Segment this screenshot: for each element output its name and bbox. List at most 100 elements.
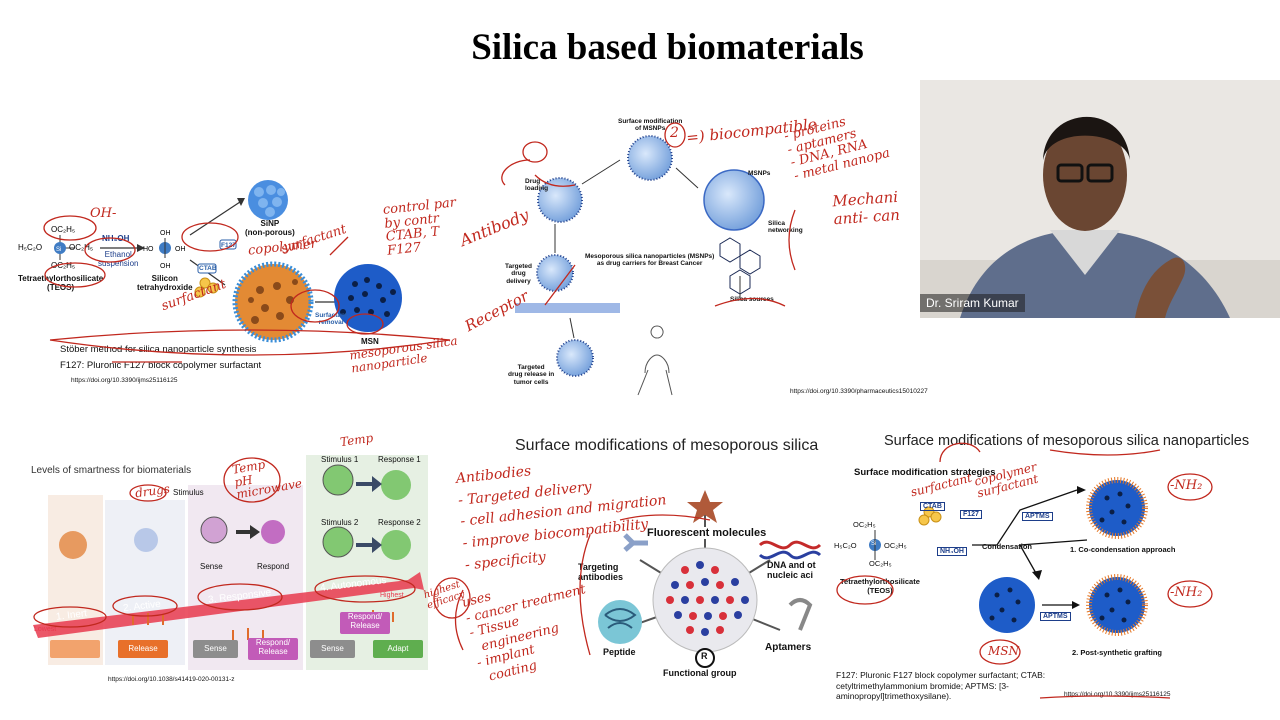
release-sphere [556,339,594,377]
targeting-label: Targeting antibodies [578,562,624,582]
smartness-title: Levels of smartness for biomaterials [31,465,192,476]
respond-release-box-2: Respond/ Release [340,612,390,634]
doi-fig1: https://doi.org/10.3390/ijms25116125 [71,377,178,384]
teos-label: Tetraethylorthosilicate (TEOS) [18,274,104,292]
aptms-tag: APTMS [1022,512,1053,521]
msnps-label: MSNPs [748,170,771,177]
lowest-label: Lowest [34,626,57,633]
oh-top: OH [160,230,171,237]
annot-oh: OH- [90,206,117,221]
adapt-box: Adapt [373,640,423,658]
auto-resp-1 [381,470,411,500]
si-label: Si [56,247,61,253]
presenter-name-tag: Dr. Sriram Kumar [920,294,1025,312]
annot-mech: Mechani anti- can [831,187,901,229]
sinp-cluster [248,180,288,220]
release-box: Release [118,640,168,658]
surfactant-removal-label: Surfactant removal [315,312,348,327]
fluorescent-label: Fluorescent molecules [645,527,769,539]
co-condensation-label: 1. Co-condensation approach [1070,545,1176,554]
aptamer-icon [788,598,813,631]
targeted-delivery-label: Targeted drug delivery [505,263,532,285]
slide-title: Silica based biomaterials [471,27,864,68]
silica-sources-label: Silica sources [730,296,774,303]
micelle-sphere [232,261,314,343]
sense-label: Sense [200,562,223,571]
ho-left: HO [143,246,154,253]
annot-two: 2 [670,125,679,141]
oh-bottom: OH [160,263,171,270]
presenter-video[interactable]: Dr. Sriram Kumar [920,80,1280,318]
strategies-label: Surface modification strategies [854,467,996,478]
human-silhouette [637,325,673,396]
teos-r3: OC₂H₅ [51,261,75,270]
annot-msn-3: MSN [988,644,1020,658]
msnps-sphere [703,169,765,231]
aptamers-label: Aptamers [765,642,812,653]
teos-r2: OC₂H₅ [884,541,907,550]
targeted-release-label: Targeted drug release in tumor cells [508,364,555,386]
surface-mod-figure-1: Surface modifications of mesoporous sili… [460,430,822,690]
smartness-figure: Levels of smartness for biomaterials Sti… [28,450,438,690]
silicon-label: Silicon tetrahydroxide [137,274,193,292]
r-label: R [701,651,708,661]
post-grafting-label: 2. Post-synthetic grafting [1072,648,1163,657]
responsive-particle [200,516,228,544]
teos-r2: OC₂H₅ [69,243,93,252]
oh-right: OH [175,246,186,253]
peptide-label: Peptide [603,647,636,657]
inert-particle [59,531,87,559]
pore-pattern [666,561,749,636]
fig5-footnote: F127: Pluronic F127 block copolymer surf… [836,670,1046,702]
dna-helix-icon [758,540,822,550]
ctab-label: CTAB [199,265,217,272]
dna-label: DNA and ot nucleic aci [767,560,816,580]
annot-nh2-1: -NH₂ [1170,478,1203,493]
respond-particle [261,520,285,544]
presenter-image [920,80,1280,318]
stimulus2-label: Stimulus 2 [321,518,359,527]
auto-particle-2 [322,526,354,558]
annot-control: control par by contr CTAB, T F127 [382,195,457,259]
f127-tag: F127 [960,510,982,519]
teos-label: Tetraethylorthosilicate (TEOS) [840,577,920,595]
sense-box: Sense [193,640,238,658]
annot-temp-2: Temp [339,430,375,450]
co-condensation-particle [1086,477,1148,539]
caption-stober: Stöber method for silica nanoparticle sy… [60,344,257,355]
doi-fig2: https://doi.org/10.3390/pharmaceutics150… [790,388,928,395]
sense-box-2: Sense [310,640,355,658]
silica-networking-label: Silica networking [768,220,803,235]
si-label: Si [871,541,877,547]
teos-left: H₅C₂O [18,243,42,252]
drug-loading-sphere [537,177,583,223]
functionalization-diagram [598,490,822,668]
annot-left-list: Antibodies - Targeted delivery - cell ad… [455,463,668,574]
response2-label: Response 2 [378,518,421,527]
col-active [105,500,185,665]
teos-r3: OC₂H₅ [869,559,892,568]
surface-mod-label: Surface modification of MSNPs [618,118,683,133]
f127-label: F127 [221,242,236,249]
stimulus1-label: Stimulus 1 [321,455,359,464]
surface-mod-figure-2: Surface modifications of mesoporous sili… [832,430,1272,710]
inert-box [50,640,100,658]
active-particle [134,528,158,552]
response1-label: Response 1 [378,455,421,464]
respond-label: Respond [257,562,290,571]
auto-particle-1 [322,464,354,496]
col-inert [48,495,103,665]
r-icon [695,648,715,668]
sinp-label: SiNP (non-porous) [245,219,295,237]
bare-msn-particle [979,577,1035,633]
surface-mod-sphere [627,135,673,181]
doi-fig5: https://doi.org/10.3390/ijms25116125 [1064,691,1171,698]
highest-label: Highest [380,592,404,599]
auto-resp-2 [381,530,411,560]
si-atom [54,242,66,254]
strategies-diagram [869,477,1148,636]
delivery-sphere [536,254,574,292]
fig4-title: Surface modifications of mesoporous sili… [515,437,819,454]
teos-r1: OC₂H₅ [853,520,876,529]
aptms-tag-2: APTMS [1040,612,1071,621]
